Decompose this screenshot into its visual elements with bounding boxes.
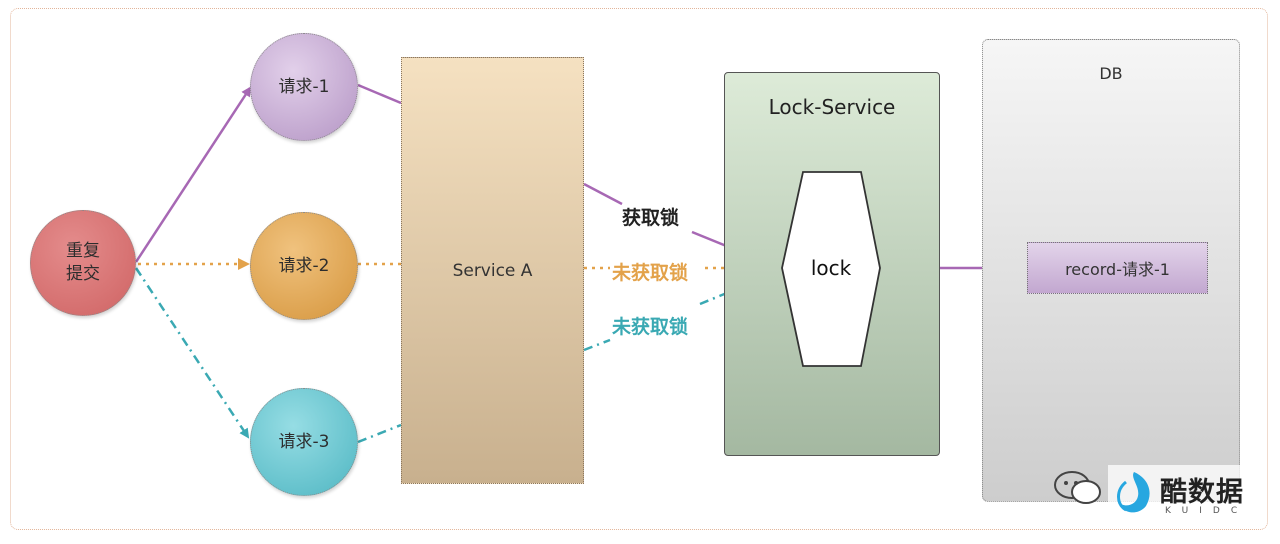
- service-a-box: Service A: [401, 57, 584, 484]
- service-a-label: Service A: [452, 260, 533, 281]
- origin-node: 重复 提交: [30, 210, 136, 316]
- brand-subtext: KUIDC: [1165, 506, 1249, 516]
- kuidc-logo: [1117, 472, 1150, 513]
- lock-label: lock: [810, 256, 852, 280]
- lock-service-title: Lock-Service: [768, 95, 896, 119]
- origin-label: 重复 提交: [66, 241, 100, 284]
- label-not-acquired-2: 未获取锁: [612, 262, 689, 284]
- lock-hexagon: [781, 171, 881, 367]
- brand-text: 酷数据: [1160, 477, 1244, 508]
- record-box: record-请求-1: [1027, 242, 1208, 294]
- request-2-node: 请求-2: [250, 212, 358, 320]
- diagram-frame: [10, 8, 1268, 530]
- request-3-node: 请求-3: [250, 388, 358, 496]
- edge-origin-request-1: [134, 86, 252, 263]
- edge-not-acquired-3: [583, 338, 611, 352]
- label-acquire-lock: 获取锁: [622, 207, 680, 229]
- edge-request-1-service: [357, 83, 402, 105]
- wechat-icon: [1054, 471, 1101, 504]
- label-not-acquired-3: 未获取锁: [612, 316, 689, 338]
- lock-service-box: Lock-Service: [724, 72, 940, 456]
- edge-origin-request-3: [134, 267, 250, 439]
- request-1-label: 请求-1: [278, 76, 330, 97]
- request-1-node: 请求-1: [250, 33, 358, 141]
- record-label: record-请求-1: [1065, 260, 1170, 279]
- edge-request-3-service: [357, 423, 402, 444]
- request-2-label: 请求-2: [278, 255, 330, 276]
- db-title: DB: [1099, 64, 1123, 83]
- request-3-label: 请求-3: [278, 431, 330, 452]
- edge-acquire-lock: [583, 182, 623, 206]
